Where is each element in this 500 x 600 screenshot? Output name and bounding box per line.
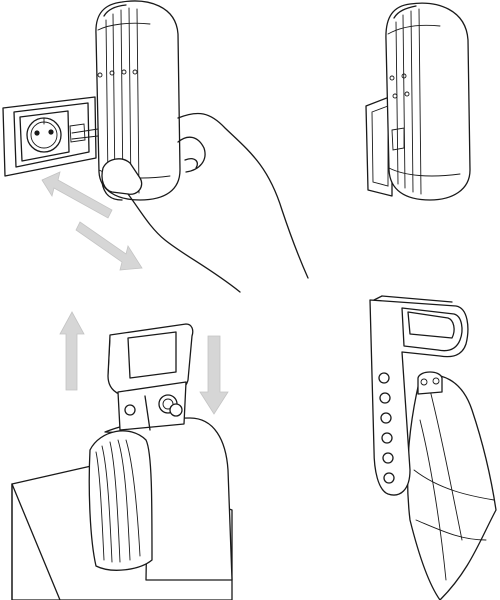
panel-device-plugged-in <box>365 2 471 201</box>
arrow-down-icon <box>199 335 229 415</box>
cloth-sheet-icon <box>406 374 497 600</box>
wall-plate-icon <box>365 95 393 197</box>
panel-refill-removal <box>369 295 497 600</box>
arrow-up-icon <box>59 311 85 391</box>
panel-plug-into-outlet <box>2 0 309 293</box>
refill-pad-icon <box>88 417 233 581</box>
refill-holder-icon <box>107 323 194 431</box>
move-toward-arrow-icon <box>75 221 143 271</box>
move-away-arrow-icon <box>41 171 113 219</box>
hand-icon <box>101 112 309 293</box>
refill-holder-icon <box>369 295 469 496</box>
wall-socket-icon <box>2 96 97 177</box>
panel-refill-insertion <box>11 311 233 600</box>
device-icon <box>385 2 471 201</box>
